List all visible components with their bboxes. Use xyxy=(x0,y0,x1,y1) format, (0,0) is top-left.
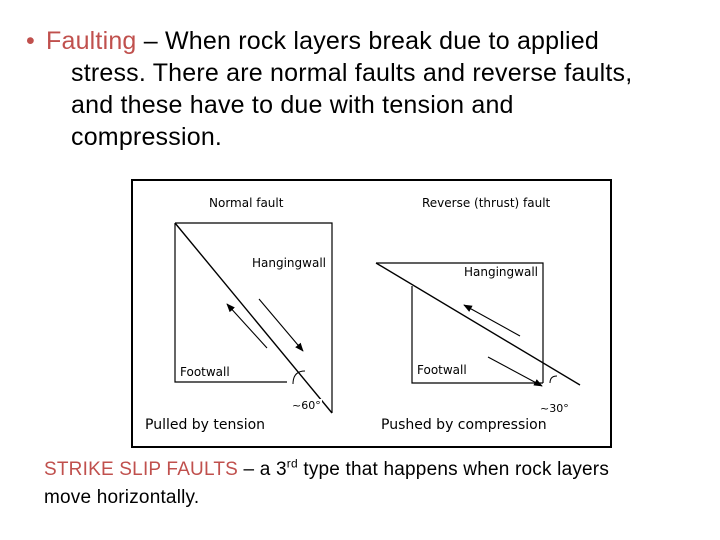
reverse-fault-title: Reverse (thrust) fault xyxy=(421,196,552,210)
normal-fault-caption: Pulled by tension xyxy=(145,417,266,433)
bullet-marker: • xyxy=(26,27,35,55)
normal-fault-diagram xyxy=(174,222,333,414)
normal-slip-arrow-hangingwall xyxy=(258,298,304,352)
reverse-hangingwall-block xyxy=(376,262,544,383)
faulting-term: Faulting xyxy=(46,27,137,55)
ordinal-suffix: rd xyxy=(286,456,298,471)
reverse-angle-label: ~30° xyxy=(539,402,570,415)
strike-slip-text-b: type that happens when rock layers xyxy=(297,459,610,480)
reverse-slip-arrow-hangingwall xyxy=(463,304,521,337)
normal-footwall-block xyxy=(174,223,287,383)
normal-hangingwall-block xyxy=(175,222,333,413)
reverse-hangingwall-label: Hangingwall xyxy=(463,265,539,279)
reverse-footwall-block xyxy=(411,286,543,384)
normal-slip-arrow-footwall xyxy=(226,303,268,349)
bullet-line-4: compression. xyxy=(71,123,223,151)
bullet-line-1: Faulting – When rock layers break due to… xyxy=(46,25,696,57)
strike-slip-text-a: – a 3 xyxy=(238,459,287,480)
reverse-slip-arrow-footwall xyxy=(487,356,543,387)
reverse-fault-diagram xyxy=(375,262,581,387)
bullet-line-3: and these have to due with tension and xyxy=(71,91,514,119)
reverse-angle-arc xyxy=(549,375,558,384)
normal-footwall-label: Footwall xyxy=(179,365,231,379)
strike-slip-term: STRIKE SLIP FAULTS xyxy=(44,459,239,480)
faulting-bullet: • Faulting – When rock layers break due … xyxy=(26,25,696,153)
fault-diagrams-svg xyxy=(174,222,581,414)
reverse-fault-plane xyxy=(375,262,581,386)
strike-slip-line-1: STRIKE SLIP FAULTS – a 3rd type that hap… xyxy=(44,456,694,484)
reverse-footwall-label: Footwall xyxy=(416,363,468,377)
faulting-definition: – When rock layers break due to applied xyxy=(136,27,599,55)
strike-slip-line-2: move horizontally. xyxy=(44,487,200,508)
normal-fault-title: Normal fault xyxy=(208,196,285,210)
fault-diagram-figure: Normal fault Hangingwall Footwall ~60° R… xyxy=(131,179,612,448)
normal-angle-label: ~60° xyxy=(291,399,322,412)
normal-fault-plane xyxy=(174,222,333,414)
bullet-line-2: stress. There are normal faults and reve… xyxy=(71,59,633,87)
normal-angle-arc xyxy=(292,370,306,385)
normal-hangingwall-label: Hangingwall xyxy=(251,256,327,270)
strike-slip-paragraph: STRIKE SLIP FAULTS – a 3rd type that hap… xyxy=(44,456,694,512)
reverse-fault-caption: Pushed by compression xyxy=(381,417,547,433)
